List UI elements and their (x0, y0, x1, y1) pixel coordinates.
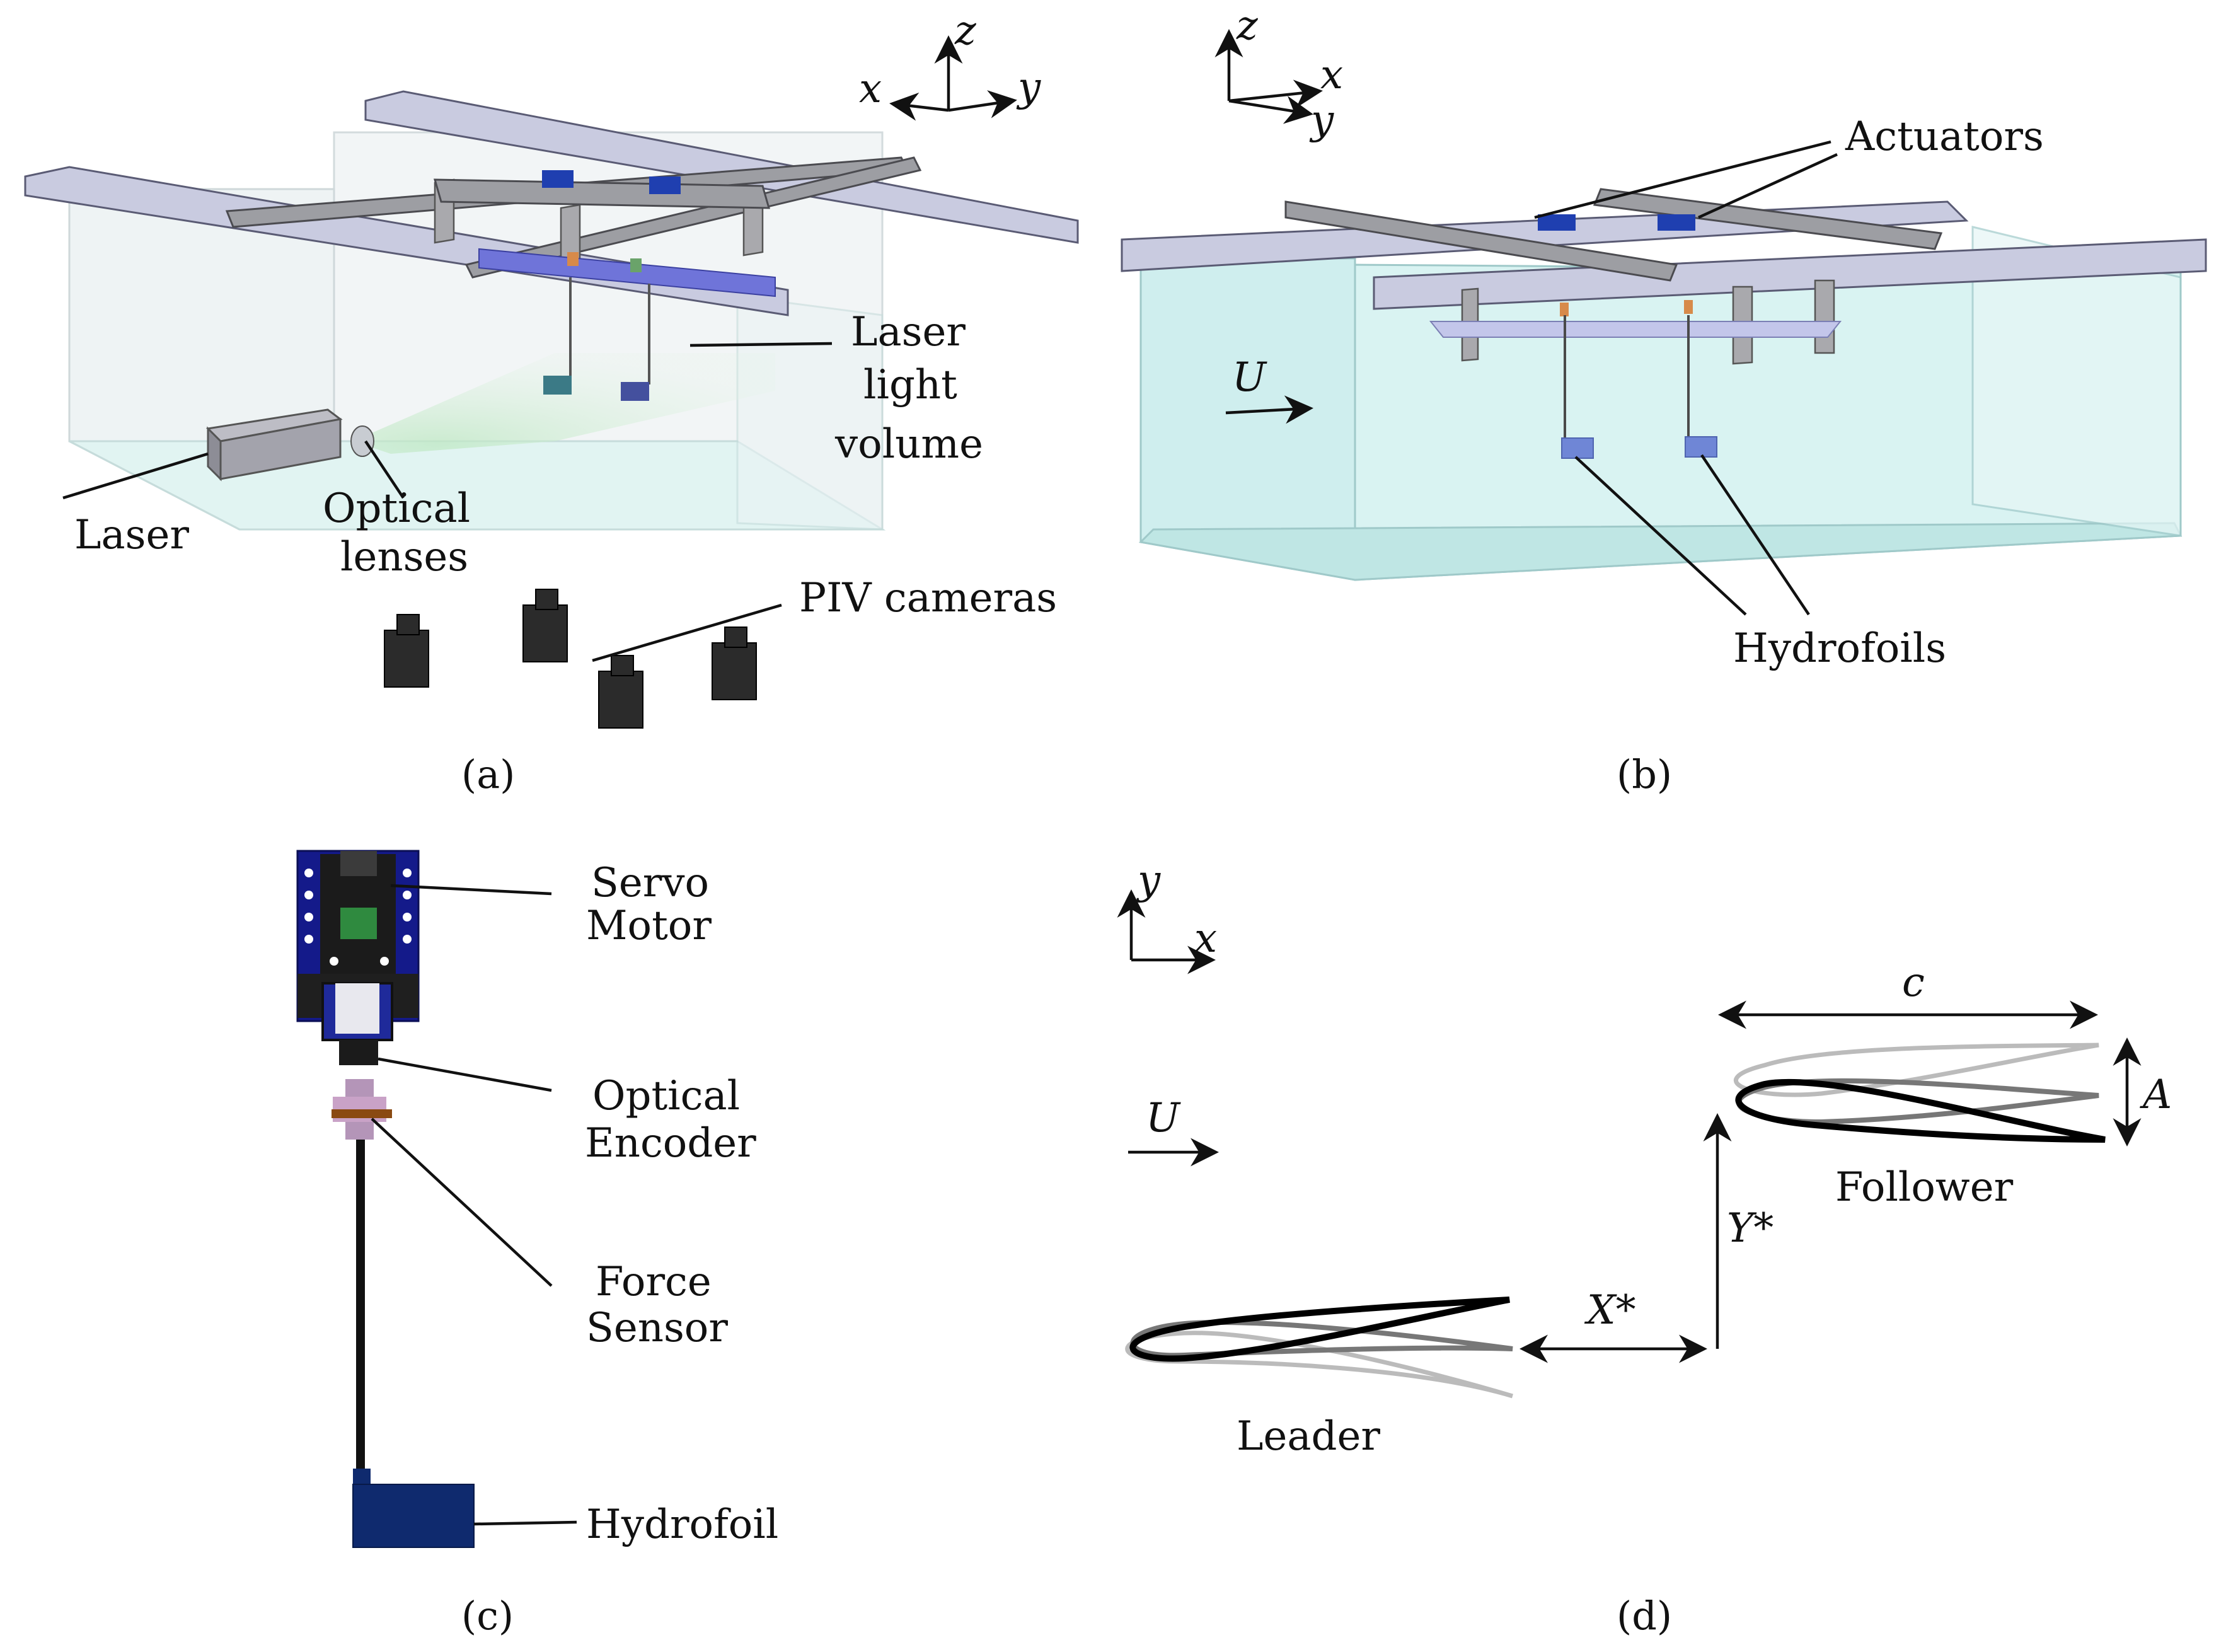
label-chord: c (1902, 959, 1925, 1006)
hydrofoils-a (543, 277, 650, 401)
piv-camera (522, 589, 568, 662)
support-beams-b (1121, 188, 2207, 365)
piv-camera (384, 614, 429, 688)
label-flow-velocity-d: U (1146, 1095, 1181, 1141)
force-sensor-body (332, 1079, 392, 1140)
piv-cameras (384, 589, 757, 729)
follower-foil (1733, 1043, 2106, 1143)
axis-z-label: z (954, 8, 977, 54)
hydrofoil-c (352, 1469, 475, 1548)
dimension-y-spacing: Y* (1703, 1113, 1773, 1349)
laser-light-volume-sheet (353, 353, 775, 454)
label-laser-light-volume-3: volume (834, 421, 983, 468)
caption-b: (b) (1617, 751, 1672, 797)
piv-camera (598, 655, 643, 729)
axis-y-label: y (1136, 857, 1161, 904)
axis-y-label: y (1309, 97, 1334, 144)
axes-triad-d: y x (1117, 857, 1217, 974)
axis-x-label: x (1194, 915, 1217, 962)
axis-y-label: y (1016, 64, 1041, 111)
leader-foil (1125, 1297, 1514, 1399)
axes-triad-a: z y x (859, 8, 1041, 121)
axis-x-label: x (859, 66, 882, 112)
label-y-spacing: Y* (1727, 1205, 1773, 1252)
label-optical-encoder-2: Encoder (585, 1120, 756, 1167)
label-leader: Leader (1237, 1413, 1380, 1460)
label-force-sensor-1: Force (596, 1259, 712, 1305)
label-laser: Laser (74, 512, 189, 558)
label-laser-light-volume-2: light (863, 362, 957, 408)
axis-z-label: z (1236, 3, 1259, 49)
axis-x-label: x (1320, 52, 1343, 98)
support-beams-a (24, 90, 1079, 316)
panel-b: U z x y Actuators Hydrofoils (b) (1121, 3, 2207, 797)
label-flow-velocity-b: U (1232, 354, 1267, 401)
label-force-sensor-2: Sensor (586, 1305, 728, 1351)
leaders-a (62, 342, 833, 662)
water-tank-b (1138, 226, 2183, 581)
flow-arrow-b (1225, 395, 1313, 424)
shaft (356, 1140, 365, 1474)
leaders-c (371, 884, 577, 1526)
caption-c: (c) (461, 1593, 514, 1639)
label-laser-light-volume-1: Laser (851, 309, 966, 355)
label-x-spacing: X* (1584, 1287, 1636, 1334)
label-amplitude: A (2140, 1071, 2172, 1118)
label-optical-encoder-1: Optical (592, 1073, 740, 1119)
label-optical-lenses-1: Optical (323, 485, 470, 532)
panel-a: z y x Laser light volume Laser Optical l… (24, 8, 1079, 797)
panel-d: y x U c A Y* (1117, 857, 2172, 1639)
label-servo-motor-2: Motor (586, 903, 712, 949)
laser-device (205, 408, 374, 482)
leaders-b (1534, 140, 1838, 616)
dimension-chord: c (1718, 959, 2098, 1029)
dimension-x-spacing: X* (1520, 1287, 1707, 1363)
caption-a: (a) (461, 751, 515, 797)
panel-c: Servo Motor Optical Encoder Force Sensor… (296, 850, 778, 1639)
label-hydrofoil: Hydrofoil (586, 1501, 778, 1548)
label-actuators: Actuators (1845, 113, 2044, 160)
label-hydrofoils: Hydrofoils (1733, 625, 1946, 672)
dimension-amplitude: A (2113, 1037, 2172, 1147)
caption-d: (d) (1617, 1593, 1672, 1639)
label-optical-lenses-2: lenses (340, 534, 468, 581)
label-piv-cameras: PIV cameras (799, 575, 1057, 621)
servo-assembly (296, 850, 420, 1065)
axes-triad-b: z x y (1214, 3, 1343, 144)
label-follower: Follower (1835, 1164, 2014, 1211)
piv-camera (712, 627, 757, 700)
label-servo-motor-1: Servo (591, 860, 709, 906)
hydrofoils-b (1561, 315, 1717, 459)
